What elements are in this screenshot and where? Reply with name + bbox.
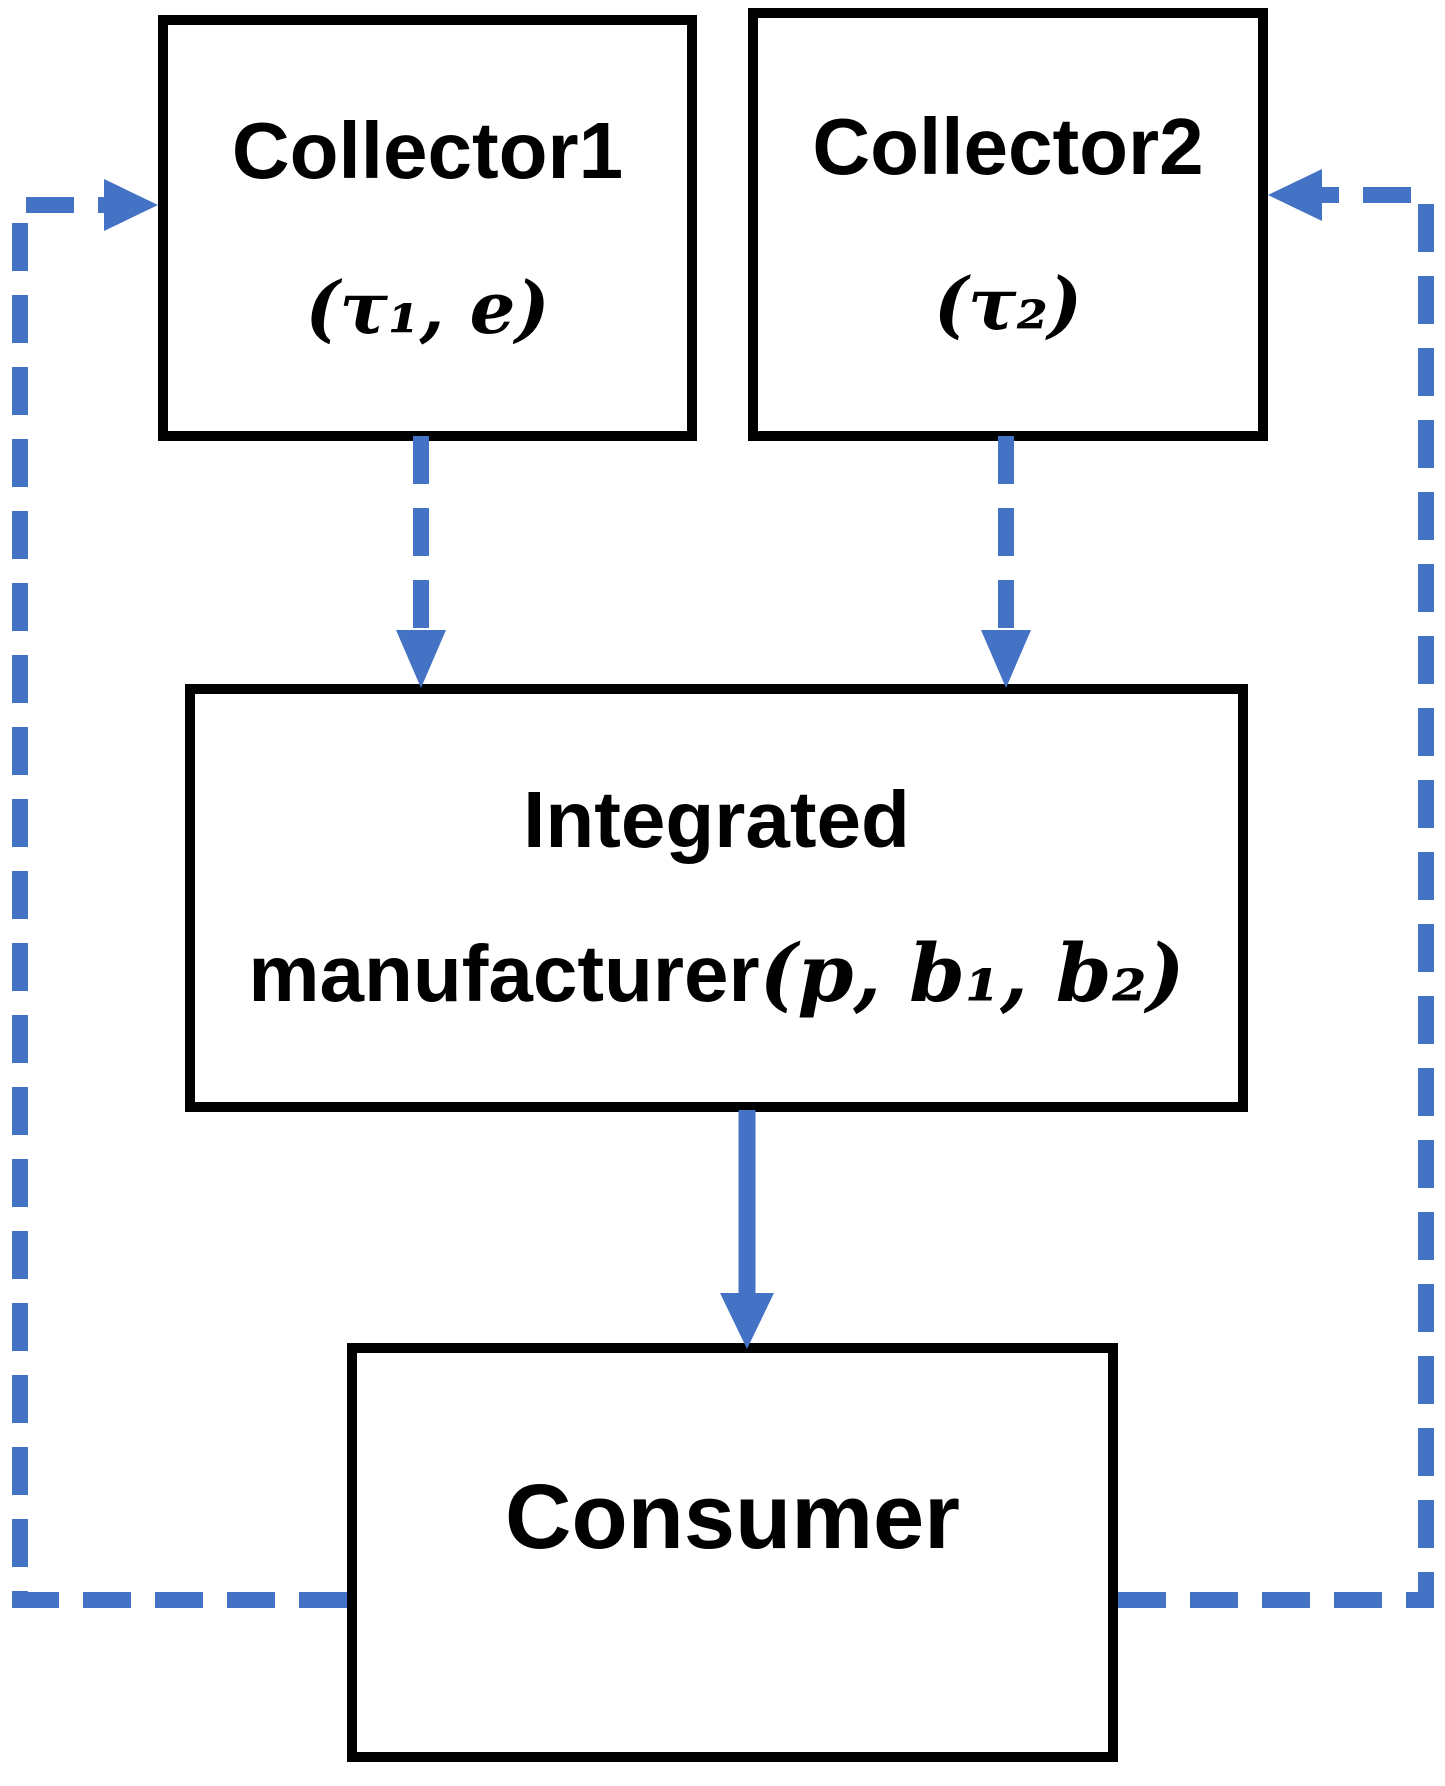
manufacturer-node: Integrated manufacturer(p, b₁, b₂) bbox=[185, 684, 1248, 1112]
collector2-node: Collector2 (τ₂) bbox=[748, 8, 1268, 441]
collector2-label: Collector2 bbox=[812, 102, 1204, 191]
manufacturer-to-consumer-arrow bbox=[720, 1110, 774, 1349]
manufacturer-label-line2-math: (p, b₁, b₂) bbox=[759, 926, 1185, 1020]
manufacturer-label-line2: manufacturer(p, b₁, b₂) bbox=[248, 926, 1184, 1020]
manufacturer-label-line1: Integrated bbox=[523, 775, 910, 864]
consumer-node: Consumer bbox=[347, 1343, 1118, 1762]
consumer-label: Consumer bbox=[505, 1465, 960, 1568]
manufacturer-label-line2-text: manufacturer bbox=[248, 929, 760, 1018]
collector1-label: Collector1 bbox=[231, 105, 624, 195]
collector1-node: Collector1 (τ₁, e) bbox=[158, 15, 697, 441]
collector2-params: (τ₂) bbox=[933, 261, 1083, 346]
collector1-params: (τ₁, e) bbox=[305, 264, 550, 350]
collector2-to-manufacturer-arrow bbox=[981, 436, 1031, 688]
collector1-to-manufacturer-arrow bbox=[396, 436, 446, 688]
